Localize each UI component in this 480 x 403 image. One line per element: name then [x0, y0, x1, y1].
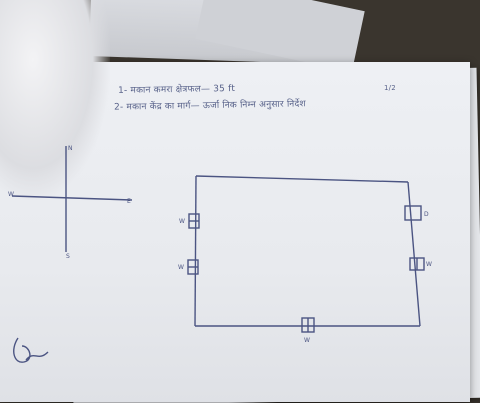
south-label: S: [66, 253, 70, 260]
light-glare: [0, 0, 110, 200]
signature: [13, 337, 49, 363]
right-top-door-label: D: [424, 211, 429, 218]
east-label: E: [127, 198, 131, 205]
page-number: 1/2: [384, 84, 396, 92]
horizontal-axis-line: [11, 195, 133, 201]
signature-stroke: [13, 337, 49, 363]
left-top-window-label: W: [179, 218, 185, 225]
left-bottom-window-label: W: [178, 264, 184, 271]
north-label: N: [68, 145, 73, 152]
bottom-window-label: W: [304, 337, 310, 344]
right-top-door-symbol: [404, 205, 422, 221]
right-bottom-window-label: W: [426, 261, 432, 268]
plan-left-wall: [194, 175, 197, 327]
plan-right-wall: [407, 181, 421, 327]
plan-top-wall: [195, 175, 409, 183]
west-label: W: [8, 191, 14, 198]
floor-plan: W W D W W: [178, 175, 432, 344]
direction-cross: N S E W: [8, 145, 133, 260]
